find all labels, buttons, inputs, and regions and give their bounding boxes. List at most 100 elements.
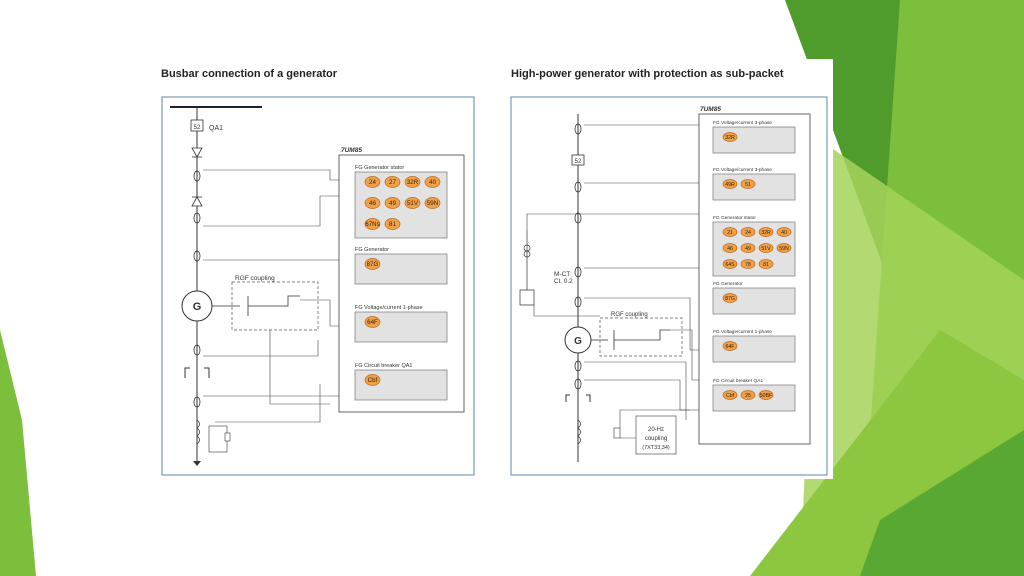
- code-badge-bg: [384, 176, 401, 188]
- code-badge: 46: [727, 246, 733, 252]
- code-badge-bg: [740, 243, 756, 253]
- code-badge-bg: [722, 259, 738, 269]
- group-title: FG Generator: [713, 281, 743, 287]
- code-badge-bg: [404, 197, 421, 209]
- right-group-3: FG Generator 87G: [712, 281, 796, 315]
- code-badge: 25: [745, 393, 751, 399]
- code-badge: 21: [727, 230, 733, 236]
- code-badge: 64F: [726, 344, 735, 350]
- left-rgf-box: [231, 281, 319, 331]
- left-breaker-box: [190, 119, 204, 132]
- code-badge-bg: [722, 132, 738, 142]
- code-badge: 32R: [761, 230, 771, 236]
- right-title: High-power generator with protection as …: [511, 68, 784, 80]
- code-badge: Cbf: [726, 393, 735, 399]
- code-badge-bg: [758, 243, 774, 253]
- right-mct-class: Cl. 0.2: [554, 278, 573, 285]
- code-badge-bg: [740, 227, 756, 237]
- code-badge-bg: [758, 390, 774, 400]
- code-badge: 49R: [725, 182, 735, 188]
- group-title: FG Generator stator: [713, 215, 756, 221]
- code-badge: 81: [763, 262, 769, 268]
- code-badge: 49: [389, 200, 396, 207]
- right-coupling-line-1: 20-Hz: [648, 427, 664, 433]
- code-badge-bg: [722, 390, 738, 400]
- code-badge-bg: [758, 259, 774, 269]
- code-badge: 24: [745, 230, 751, 236]
- code-badge-bg: [424, 197, 441, 209]
- group-title: FG Voltage/current 1-phase: [355, 305, 423, 311]
- left-qa-label: QA1: [209, 125, 223, 132]
- code-badge-bg: [740, 259, 756, 269]
- code-badge: 40: [781, 230, 787, 236]
- right-rgf-label: RGF coupling: [611, 312, 648, 318]
- code-badge-bg: [424, 176, 441, 188]
- code-badge-bg: [758, 227, 774, 237]
- code-badge-bg: [364, 197, 381, 209]
- right-device-label: 7UM85: [700, 106, 721, 113]
- code-badge: 50BF: [760, 393, 772, 399]
- code-badge: 32R: [407, 179, 419, 186]
- right-coupling-line-2: coupling: [645, 436, 667, 442]
- code-badge-bg: [722, 293, 738, 303]
- right-group-0: FG Voltage/current 3-phase 32R: [712, 120, 796, 154]
- code-badge-bg: [740, 390, 756, 400]
- facet-deep: [860, 430, 1024, 576]
- code-badge-bg: [722, 179, 738, 189]
- code-badge-bg: [364, 218, 381, 230]
- code-badge-bg: [776, 227, 792, 237]
- right-mct-label: M-CT: [554, 271, 570, 278]
- left-title: Busbar connection of a generator: [161, 68, 338, 80]
- code-badge-bg: [722, 243, 738, 253]
- code-badge: 67Ns: [365, 221, 379, 228]
- left-gen-label: G: [193, 301, 202, 313]
- right-rgf-box: [599, 317, 683, 357]
- group-title: FG Generator: [355, 247, 389, 253]
- code-badge: 40: [429, 179, 436, 186]
- code-badge-bg: [404, 176, 421, 188]
- code-badge: 81: [389, 221, 396, 228]
- code-badge-bg: [776, 243, 792, 253]
- code-badge: 24: [369, 179, 376, 186]
- left-device-label: 7UM85: [341, 147, 362, 154]
- code-badge: 59N: [779, 246, 789, 252]
- code-badge-bg: [364, 316, 381, 328]
- code-badge: 59N: [427, 200, 438, 207]
- code-badge: 46: [369, 200, 376, 207]
- code-badge: 78: [745, 262, 751, 268]
- code-badge: 64S: [725, 262, 735, 268]
- right-group-2: FG Generator stator 21 24 32R 40 46 49 51V 59N 64…: [712, 215, 796, 277]
- code-badge: 87G: [367, 261, 379, 268]
- right-gen-label: G: [574, 336, 582, 347]
- group-title: FG Voltage/current 3-phase: [713, 120, 772, 126]
- right-group-4: FG Voltage/current 1-phase 64F: [712, 329, 796, 363]
- group-title: FG Voltage/current 1-phase: [713, 329, 772, 335]
- code-badge: 51: [745, 182, 751, 188]
- code-badge-bg: [364, 374, 381, 386]
- left-group-1: FG Generator 87G: [354, 247, 448, 285]
- code-badge-bg: [384, 218, 401, 230]
- right-breaker-box: [571, 154, 585, 166]
- left-breaker-code: 52: [194, 125, 201, 131]
- code-badge: 87G: [725, 296, 735, 302]
- right-coupling-line-3: (7XT33,34): [642, 445, 670, 451]
- code-badge: 27: [389, 179, 396, 186]
- right-diagram: 52 M-CT Cl. 0.2 G RGF coupling 20-Hz cou…: [510, 96, 828, 476]
- code-badge: 49: [745, 246, 751, 252]
- code-badge-bg: [722, 227, 738, 237]
- code-badge-bg: [364, 176, 381, 188]
- right-breaker-code: 52: [575, 159, 582, 165]
- code-badge: 32R: [725, 135, 735, 141]
- code-badge: 51V: [761, 246, 771, 252]
- left-diagram: 52 QA1 G RGF coupling: [161, 96, 475, 476]
- left-edge-facet: [0, 330, 36, 576]
- code-badge-bg: [364, 258, 381, 270]
